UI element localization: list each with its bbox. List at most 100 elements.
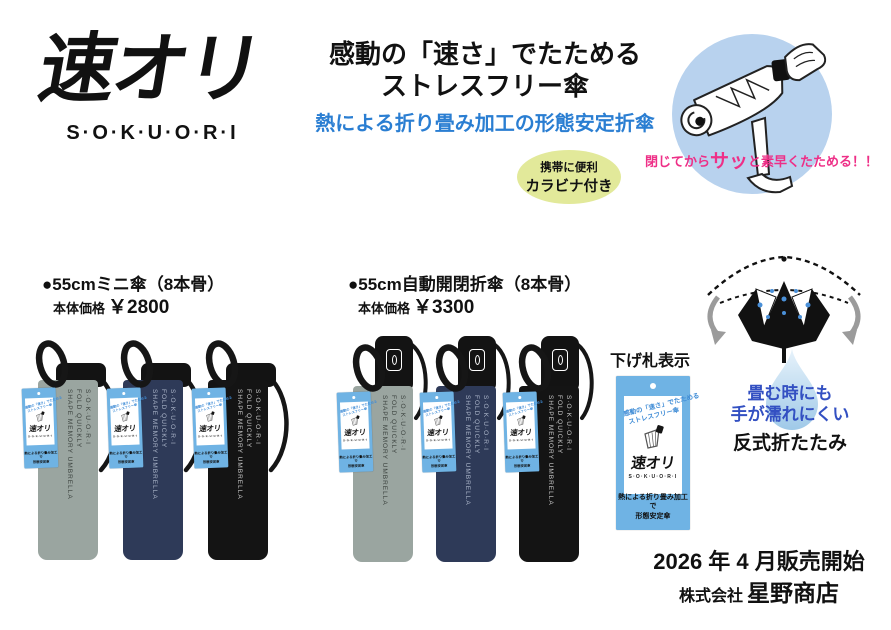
product1-price-label: 本体価格 xyxy=(53,301,106,316)
carabiner-icon xyxy=(518,344,552,392)
tag-romaji: S·O·K·U·O·R·I xyxy=(343,438,368,443)
tag-hole xyxy=(352,395,356,400)
sleeve-text-line: S·O·K·U·O·R·I xyxy=(169,389,176,445)
product-hang-tag: 感動の「速さ」でたためるストレスフリー傘 速オリ S·O·K·U·O·R·I 熱… xyxy=(419,391,460,473)
folded-umbrella-icon xyxy=(433,415,443,427)
tag-bottom-text: 熱による折り畳み加工で形態安定傘 xyxy=(339,454,373,468)
company-prefix: 株式会社 xyxy=(678,588,743,605)
tag-panel: 感動の「速さ」でたためるストレスフリー傘 速オリ S·O·K·U·O·R·I xyxy=(25,395,62,446)
product2-title: ●55cm自動開閉折傘（8本骨） xyxy=(348,275,582,294)
tag-panel: 感動の「速さ」でたためるストレスフリー傘 速オリ S·O·K·U·O·R·I xyxy=(195,395,232,446)
sleeve-text-line: S·O·K·U·O·R·I xyxy=(482,395,489,451)
product-hang-tag: 感動の「速さ」でたためるストレスフリー傘 速オリ S·O·K·U·O·R·I 熱… xyxy=(502,391,543,473)
product-hang-tag: 感動の「速さ」でたためるストレスフリー傘 速オリ S·O·K·U·O·R·I 熱… xyxy=(106,387,147,469)
product2-price: 本体価格￥3300 xyxy=(358,292,474,319)
tag-panel: 感動の「速さ」でたためるストレスフリー傘 速オリ S·O·K·U·O·R·I xyxy=(423,399,460,450)
product2-price-label: 本体価格 xyxy=(358,301,411,316)
tag-panel: 感動の「速さ」でたためるストレスフリー傘 速オリ S·O·K·U·O·R·I xyxy=(340,399,377,450)
sleeve-text-line: FOLD QUICKLY xyxy=(556,395,563,455)
rolling-umbrella-illustration xyxy=(672,34,832,194)
sleeve-text-line: SHAPE MEMORY UMBRELLA xyxy=(464,395,471,506)
sleeve-text-line: FOLD QUICKLY xyxy=(160,389,167,449)
button-oval xyxy=(474,355,480,365)
carabiner-badge: 携帯に便利 カラビナ付き xyxy=(517,150,621,204)
umbrella-auto-black: S·O·K·U·O·R·I FOLD QUICKLY SHAPE MEMORY … xyxy=(502,336,611,578)
strap-icon xyxy=(576,343,594,420)
button-oval xyxy=(557,355,563,365)
tag-bottom-line: 熱による折り畳み加工で xyxy=(618,493,688,511)
badge-line1: 携帯に便利 xyxy=(540,161,598,174)
sleeve-text-line: FOLD QUICKLY xyxy=(390,395,397,455)
tag-romaji: S·O·K·U·O·R·I xyxy=(509,438,534,443)
sleeve-text-line: FOLD QUICKLY xyxy=(245,389,252,449)
tag-romaji: S·O·K·U·O·R·I xyxy=(198,434,223,439)
folded-umbrella-icon xyxy=(120,411,130,423)
sleeve-text-line: S·O·K·U·O·R·I xyxy=(565,395,572,451)
fold-speed-callout: 閉じてからサッと素早くたためる！！ xyxy=(645,146,887,173)
sleeve-text-line: FOLD QUICKLY xyxy=(473,395,480,455)
folded-umbrella-icon xyxy=(644,425,664,449)
reverse-fold-caption: 反式折たたみ xyxy=(732,433,847,454)
tag-bottom-line: 形態安定傘 xyxy=(32,459,50,464)
sleeve-text: S·O·K·U·O·R·I FOLD QUICKLY SHAPE MEMORY … xyxy=(65,389,92,554)
sleeve-text: S·O·K·U·O·R·I FOLD QUICKLY SHAPE MEMORY … xyxy=(235,389,262,554)
sleeve-text: S·O·K·U·O·R·I FOLD QUICKLY SHAPE MEMORY … xyxy=(546,395,573,560)
umbrella-mini-gray: S·O·K·U·O·R·I FOLD QUICKLY SHAPE MEMORY … xyxy=(21,336,130,578)
callout-suffix: と素早くたためる！！ xyxy=(748,154,879,169)
open-close-button-icon xyxy=(386,349,402,371)
carabiner-icon xyxy=(352,344,386,392)
tag-romaji: S·O·K·U·O·R·I xyxy=(28,434,53,439)
headline-line2: ストレスフリー傘 xyxy=(380,71,589,101)
reverse-fold-benefit: 畳む時にも 手が濡れにくい xyxy=(706,383,874,425)
sleeve-text: S·O·K·U·O·R·I FOLD QUICKLY SHAPE MEMORY … xyxy=(463,395,490,560)
sleeve-text-line: SHAPE MEMORY UMBRELLA xyxy=(151,389,158,500)
tag-hole xyxy=(518,395,522,400)
tag-bottom-text: 熱による折り畳み加工で形態安定傘 xyxy=(422,454,456,468)
carabiner-icon xyxy=(35,340,69,388)
headline-subtitle: 熱による折り畳み加工の形態安定折傘 xyxy=(315,113,655,135)
sleeve-text-line: SHAPE MEMORY UMBRELLA xyxy=(381,395,388,506)
tag-panel: 感動の「速さ」でたためるストレスフリー傘 速オリ S·O·K·U·O·R·I xyxy=(110,395,147,446)
callout-prefix: 閉じてから xyxy=(645,154,711,169)
water-drop-icon xyxy=(766,348,818,430)
carabiner-icon xyxy=(120,340,154,388)
product1-title: ●55cmミニ傘（8本骨） xyxy=(42,275,225,294)
tag-bottom-line: 形態安定傘 xyxy=(202,459,220,464)
headline-line1: 感動の「速さ」でたためる xyxy=(328,39,641,69)
callout-emphasis: サッ xyxy=(710,151,749,172)
umbrella-sleeve: S·O·K·U·O·R·I FOLD QUICKLY SHAPE MEMORY … xyxy=(208,380,268,560)
hang-tag-label: 下げ札表示 xyxy=(610,353,691,370)
reverse-fold-line2: 手が濡れにくい xyxy=(730,405,850,424)
tag-bottom-line: 形態安定傘 xyxy=(347,463,365,468)
sleeve-text-line: S·O·K·U·O·R·I xyxy=(84,389,91,445)
folded-umbrella-icon xyxy=(205,411,215,423)
inverted-umbrella-illustration xyxy=(707,255,861,363)
umbrella-auto-gray: S·O·K·U·O·R·I FOLD QUICKLY SHAPE MEMORY … xyxy=(336,336,445,578)
open-close-button-icon xyxy=(552,349,568,371)
tag-bottom-text: 熱による折り畳み加工で形態安定傘 xyxy=(194,450,228,464)
company: 株式会社星野商店 xyxy=(628,574,890,608)
tag-logo: 速オリ xyxy=(198,424,222,434)
brand-logo-text: 速オリ xyxy=(32,27,267,112)
tag-logo: 速オリ xyxy=(509,428,533,438)
sleeve-text-line: S·O·K·U·O·R·I xyxy=(254,389,261,445)
sleeve-text: S·O·K·U·O·R·I FOLD QUICKLY SHAPE MEMORY … xyxy=(380,395,407,560)
button-oval xyxy=(391,355,397,365)
tag-bottom-text: 熱による折り畳み加工で形態安定傘 xyxy=(616,493,690,522)
tag-romaji: S·O·K·U·O·R·I xyxy=(628,474,678,480)
brand-romaji: S·O·K·U·O·R·I xyxy=(66,122,239,144)
sleeve-text: S·O·K·U·O·R·I FOLD QUICKLY SHAPE MEMORY … xyxy=(150,389,177,554)
tag-hole xyxy=(435,395,439,400)
tag-bottom-text: 熱による折り畳み加工で形態安定傘 xyxy=(505,454,539,468)
tag-logo: 速オリ xyxy=(426,428,450,438)
product1-price: 本体価格￥2800 xyxy=(53,292,169,319)
tag-panel: 感動の「速さ」でたためるストレスフリー傘 速オリ S·O·K·U·O·R·I xyxy=(506,399,543,450)
product-hang-tag: 感動の「速さ」でたためるストレスフリー傘 速オリ S·O·K·U·O·R·I 熱… xyxy=(21,387,62,469)
folded-umbrella-icon xyxy=(350,415,360,427)
tag-logo: 速オリ xyxy=(629,455,676,472)
tag-bottom-text: 熱による折り畳み加工で形態安定傘 xyxy=(24,450,58,464)
tag-hole xyxy=(650,383,656,389)
tag-hole xyxy=(37,391,41,396)
sleeve-text-line: S·O·K·U·O·R·I xyxy=(399,395,406,451)
